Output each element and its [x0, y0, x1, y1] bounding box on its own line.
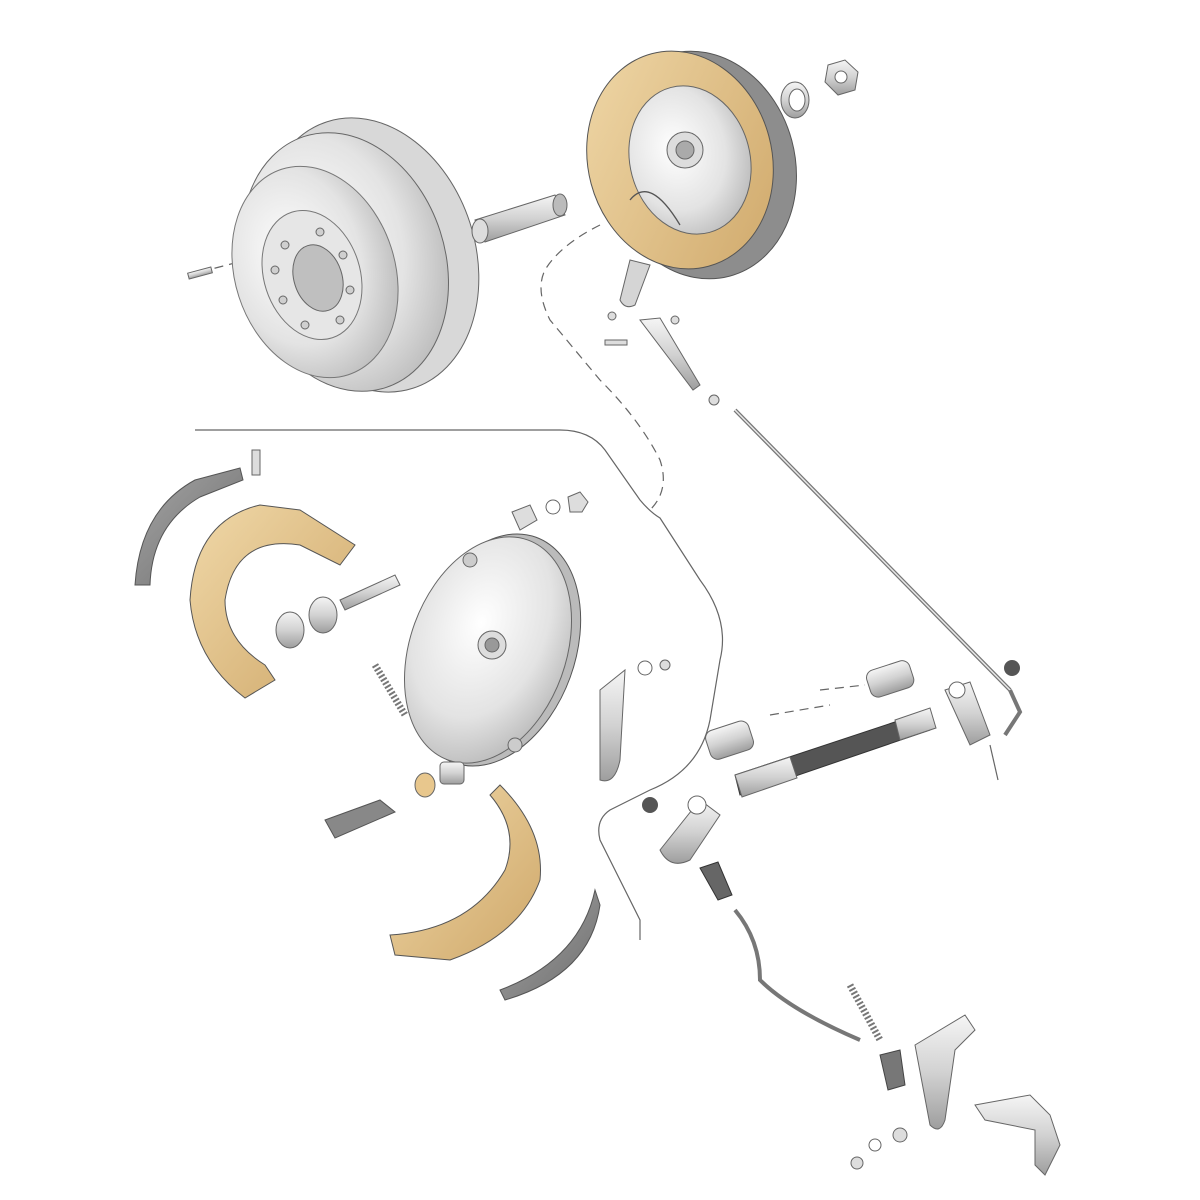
wheel-cylinder-pin	[324, 799, 396, 839]
brake-lining-lower	[499, 888, 601, 1001]
cross-shaft	[705, 660, 937, 798]
pedal-clevis	[850, 1049, 908, 1170]
rear-backing-plate-assembly	[586, 50, 797, 308]
front-brake-shoe-upper	[189, 449, 356, 699]
shaft-lever-left	[659, 795, 721, 864]
pedal-spring	[846, 983, 884, 1042]
brake-rod	[733, 408, 1023, 737]
upper-clevis	[604, 311, 720, 406]
axle-sleeve	[471, 193, 568, 244]
hub-washer	[780, 81, 810, 119]
brake-drum	[231, 117, 480, 393]
brake-lever	[599, 659, 671, 782]
brake-pedal	[914, 1014, 1061, 1176]
lower-clevis	[699, 861, 861, 1042]
adjuster-star	[642, 660, 1020, 813]
return-spring	[371, 663, 409, 717]
hub-nut	[824, 59, 859, 96]
small-hardware	[414, 491, 589, 798]
shaft-lever-right	[944, 681, 991, 746]
brake-lining-upper	[134, 467, 244, 586]
shoe-pivot-pin	[275, 574, 401, 649]
front-brake-shoe-lower	[389, 784, 541, 961]
leader-lines	[195, 224, 999, 940]
drum-bolt	[187, 266, 213, 280]
front-backing-plate	[403, 533, 582, 767]
